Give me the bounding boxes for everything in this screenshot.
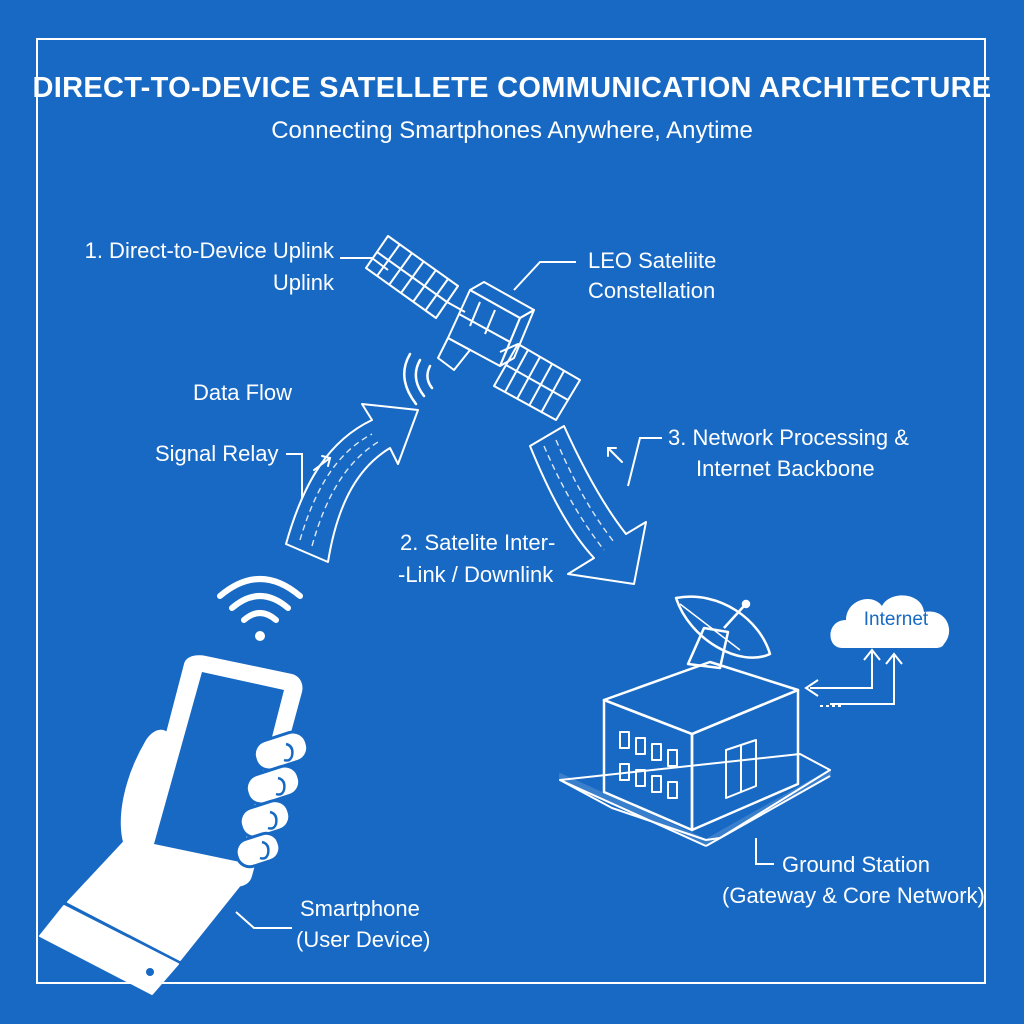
fingernails [259,742,294,860]
uplink-label-line1: 1. Direct-to-Device Uplink [84,238,334,263]
ground-plate [559,753,831,847]
satellite-label-line1: LEO Sateliite [588,248,717,273]
signal-relay-label: Signal Relay [155,441,279,466]
uplink-arrow [285,403,419,563]
building-icon [602,660,800,832]
internet-links [804,648,903,707]
satellite-icon [340,235,581,421]
flow-hint-arrows [313,447,623,471]
satellite-label-line2: Constellation [588,278,716,303]
network-processing-label-line1: 3. Network Processing & [668,425,909,450]
smartphone-label-line2: (User Device) [296,927,431,952]
cloud-icon [830,595,950,648]
page-title: DIRECT-TO-DEVICE SATELLETE COMMUNICATION… [32,72,992,104]
interlink-label-line1: 2. Satelite Inter- [400,530,556,555]
satellite-dish-icon [674,595,772,670]
data-flow-label: Data Flow [193,380,293,405]
ground-station-label-line2: (Gateway & Core Network) [722,883,985,908]
smartphone-label-line1: Smartphone [300,896,420,921]
downlink-arrow [529,425,647,585]
page-subtitle: Connecting Smartphones Anywhere, Anytime [271,117,753,144]
interlink-label-line2: -Link / Downlink [398,562,554,587]
fingers [234,730,310,869]
network-processing-label-line2: Internet Backbone [696,456,875,481]
uplink-label-line2: Uplink [272,270,334,295]
wifi-icon [217,576,303,641]
ground-station-label-line1: Ground Station [782,852,930,877]
label-pointers [235,437,774,929]
outer-frame [36,38,986,984]
internet-label: Internet [863,609,929,630]
hand-cuff-button [146,968,154,976]
signal-waves-icon [403,352,434,406]
